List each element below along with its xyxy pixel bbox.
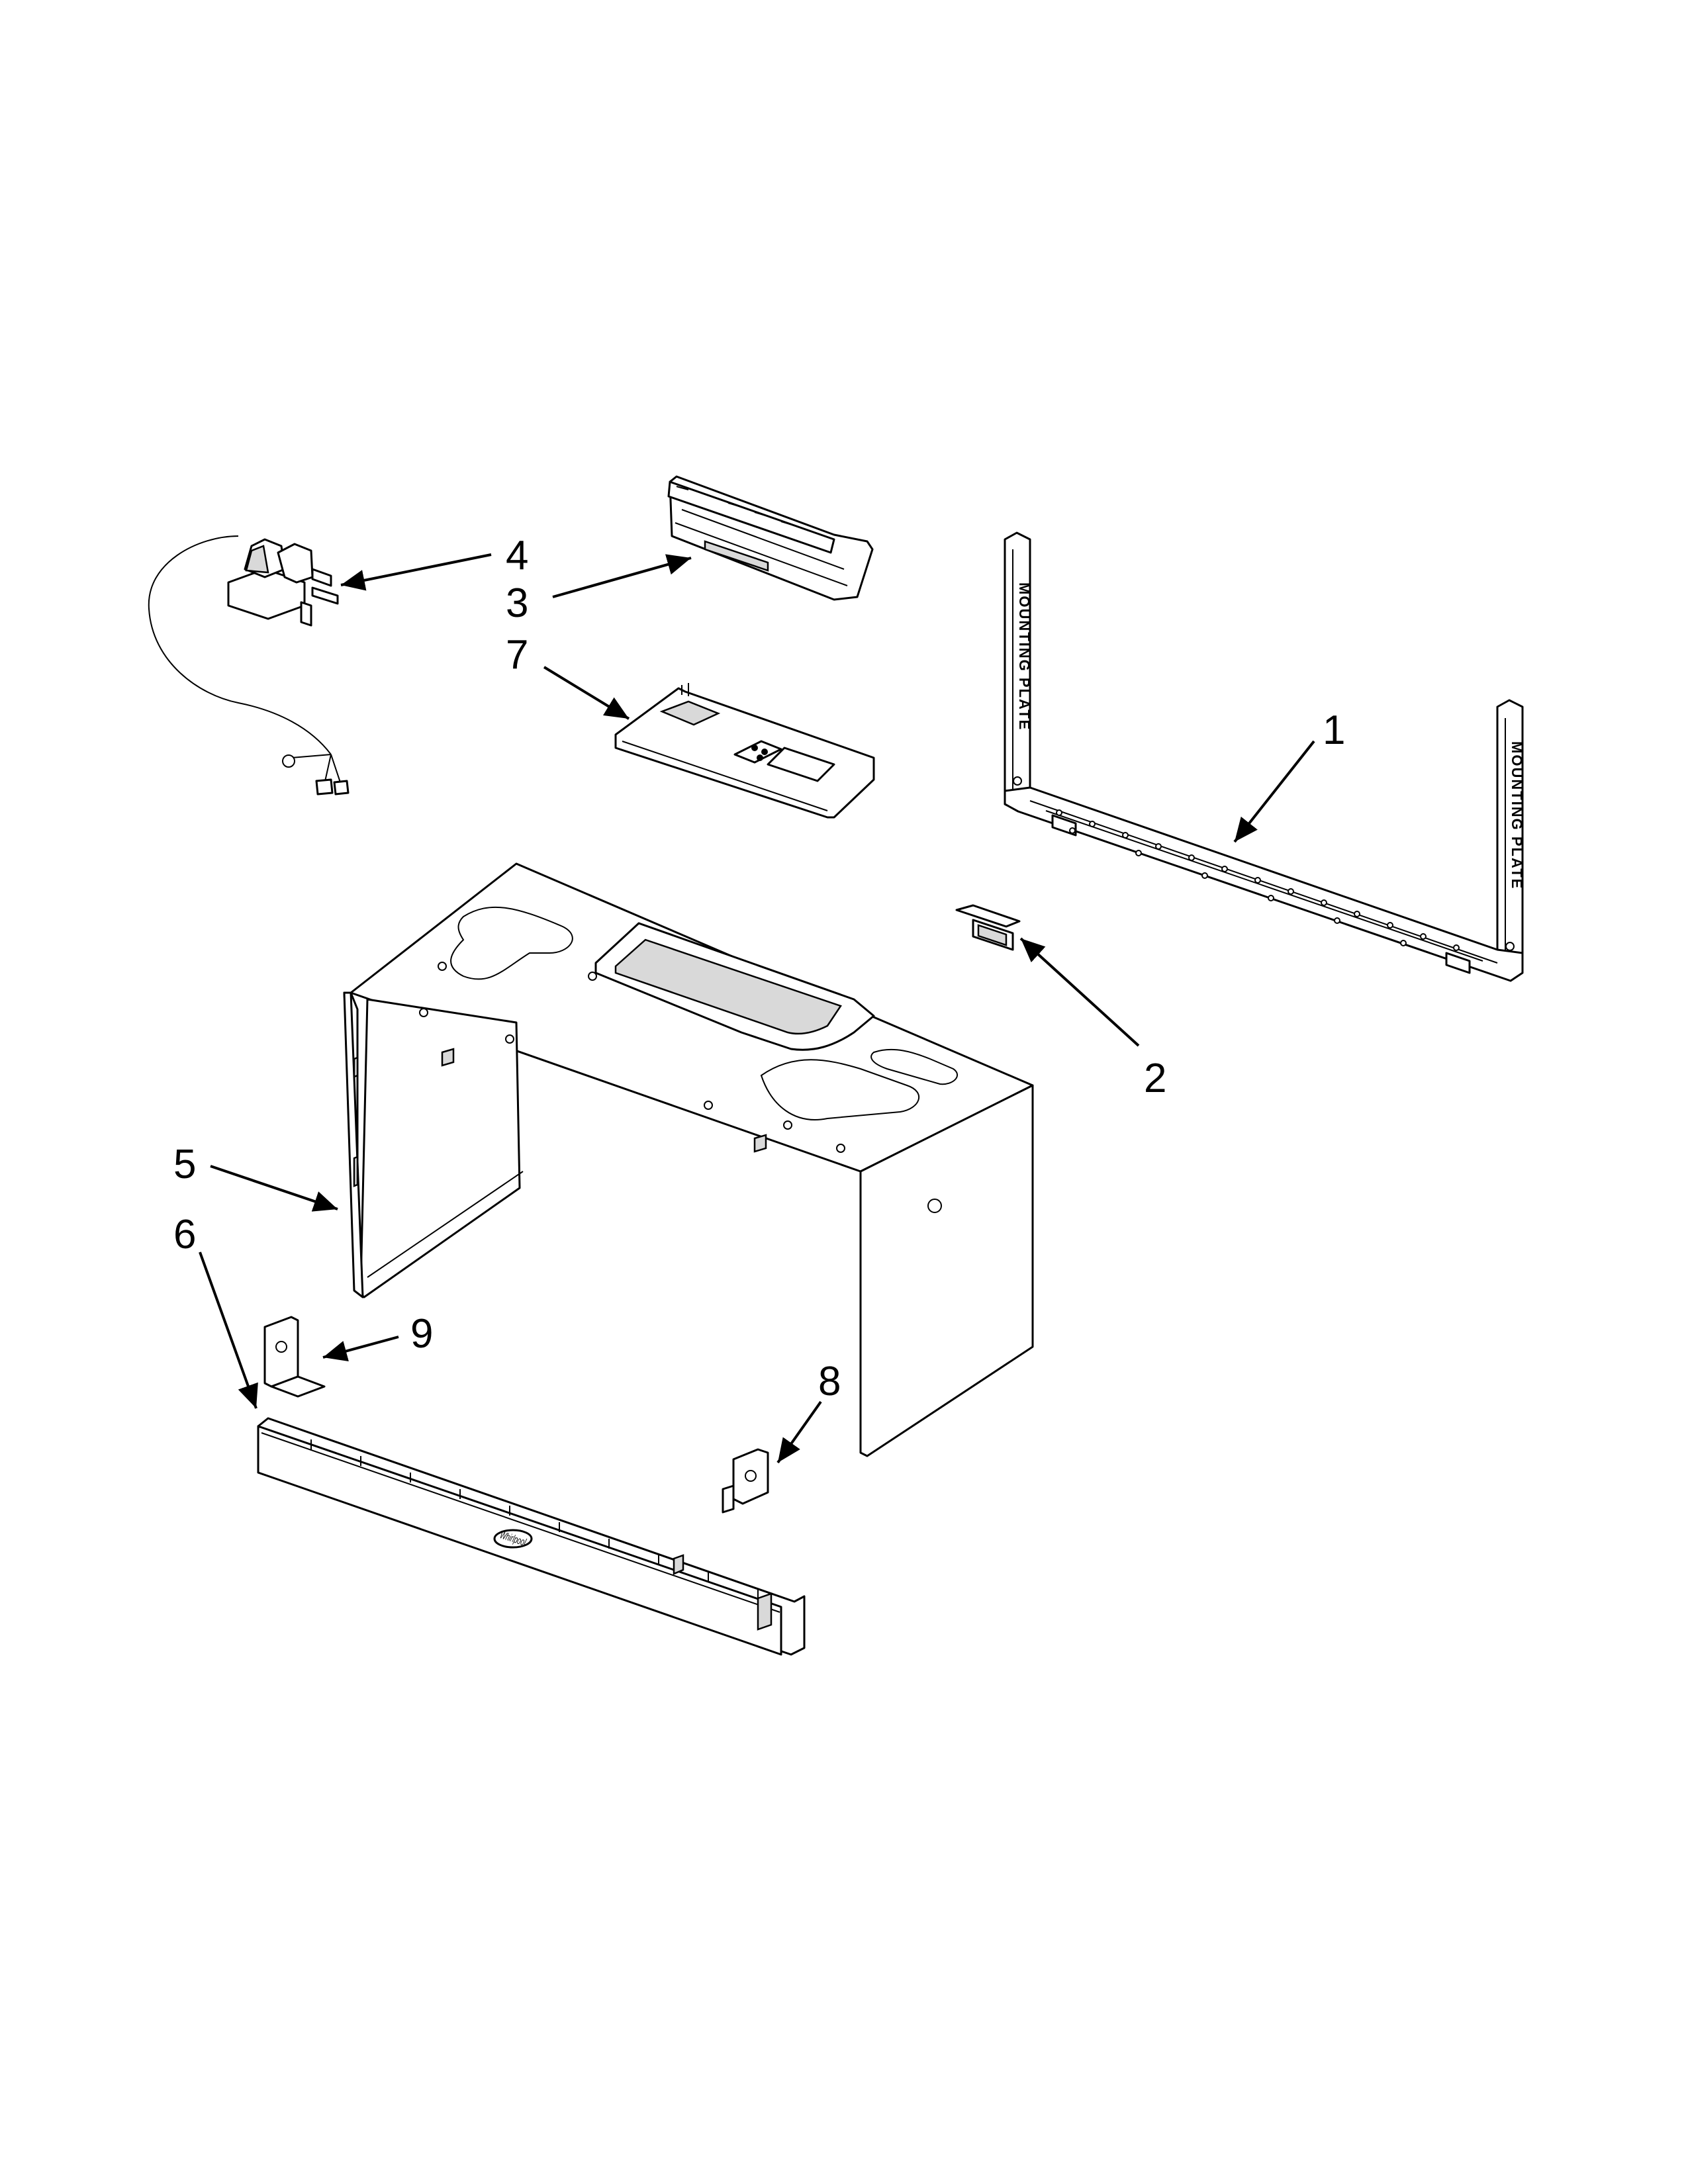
callout-8: 8 (818, 1359, 841, 1404)
callout-1: 1 (1323, 707, 1345, 753)
leader-8 (776, 1400, 822, 1464)
part-9-bracket-left (263, 1316, 326, 1398)
leader-lines (199, 553, 1315, 1464)
leader-1 (1233, 740, 1315, 843)
leader-4 (340, 553, 492, 591)
leader-5 (210, 1165, 338, 1212)
part-8-bracket-right (722, 1448, 769, 1514)
callout-3: 3 (506, 580, 528, 626)
part-4-power-cord (148, 535, 350, 796)
part-3-damper-assembly (667, 475, 874, 601)
mounting-plate-holes (1013, 776, 1515, 951)
callout-4: 4 (506, 533, 528, 578)
callout-6: 6 (173, 1212, 196, 1257)
callout-numbers: 1 2 3 4 5 6 7 8 9 (173, 533, 1345, 1404)
callout-5: 5 (173, 1142, 196, 1187)
part-1-mounting-plate: MOUNTING PLATE MOUNTING PLATE (1004, 531, 1525, 982)
leader-7 (543, 666, 630, 720)
leader-6 (199, 1251, 258, 1409)
leader-2 (1019, 937, 1140, 1047)
part-6-vent-grille: Whirlpool (257, 1417, 806, 1656)
leader-3 (552, 554, 692, 598)
callout-7: 7 (506, 632, 528, 678)
part-5-cabinet-wrapper (343, 862, 1034, 1457)
callout-9: 9 (410, 1311, 433, 1357)
mounting-plate-label-right: MOUNTING PLATE (1509, 741, 1525, 889)
mounting-plate-label-left: MOUNTING PLATE (1016, 582, 1033, 731)
part-2-bracket (955, 904, 1021, 951)
leader-9 (322, 1336, 399, 1361)
part-7-control-plate (614, 683, 875, 819)
callout-2: 2 (1144, 1056, 1166, 1101)
